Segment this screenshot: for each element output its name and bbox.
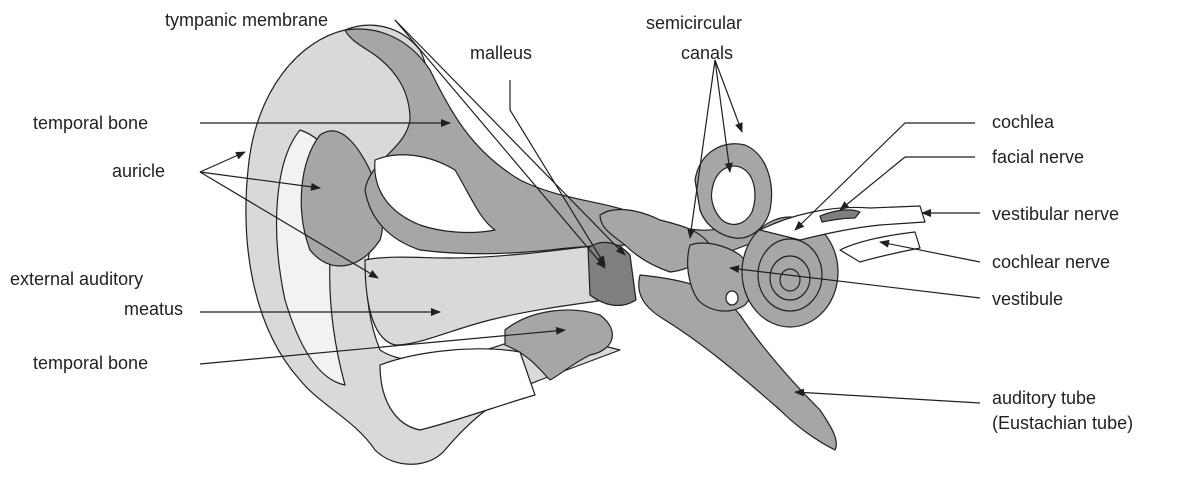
label-vestibular-nerve: vestibular nerve bbox=[992, 203, 1119, 225]
label-external-auditory-2: meatus bbox=[124, 298, 183, 320]
label-cochlear-nerve: cochlear nerve bbox=[992, 251, 1110, 273]
pointer-facial-nerve bbox=[840, 157, 975, 210]
pointer-auricle-1 bbox=[200, 152, 245, 172]
label-malleus: malleus bbox=[470, 42, 532, 64]
oval-window bbox=[726, 291, 738, 305]
pointer-auditory-tube bbox=[795, 392, 980, 403]
label-external-auditory-1: external auditory bbox=[10, 268, 143, 290]
label-facial-nerve: facial nerve bbox=[992, 146, 1084, 168]
label-auditory-tube-2: (Eustachian tube) bbox=[992, 412, 1133, 434]
label-semicircular-canals-1: semicircular bbox=[646, 12, 742, 34]
tympanic-membrane-shape bbox=[588, 242, 636, 305]
lower-cavity bbox=[380, 349, 535, 430]
pointer-semicircular-3 bbox=[715, 60, 742, 132]
label-auricle: auricle bbox=[112, 160, 165, 182]
label-temporal-bone-top: temporal bone bbox=[33, 112, 148, 134]
label-cochlea: cochlea bbox=[992, 111, 1054, 133]
label-temporal-bone-bottom: temporal bone bbox=[33, 352, 148, 374]
label-vestibule: vestibule bbox=[992, 288, 1063, 310]
label-tympanic-membrane: tympanic membrane bbox=[165, 9, 328, 31]
label-auditory-tube-1: auditory tube bbox=[992, 387, 1096, 409]
semicircular-canals-inner bbox=[711, 166, 754, 224]
label-semicircular-canals-2: canals bbox=[681, 42, 733, 64]
